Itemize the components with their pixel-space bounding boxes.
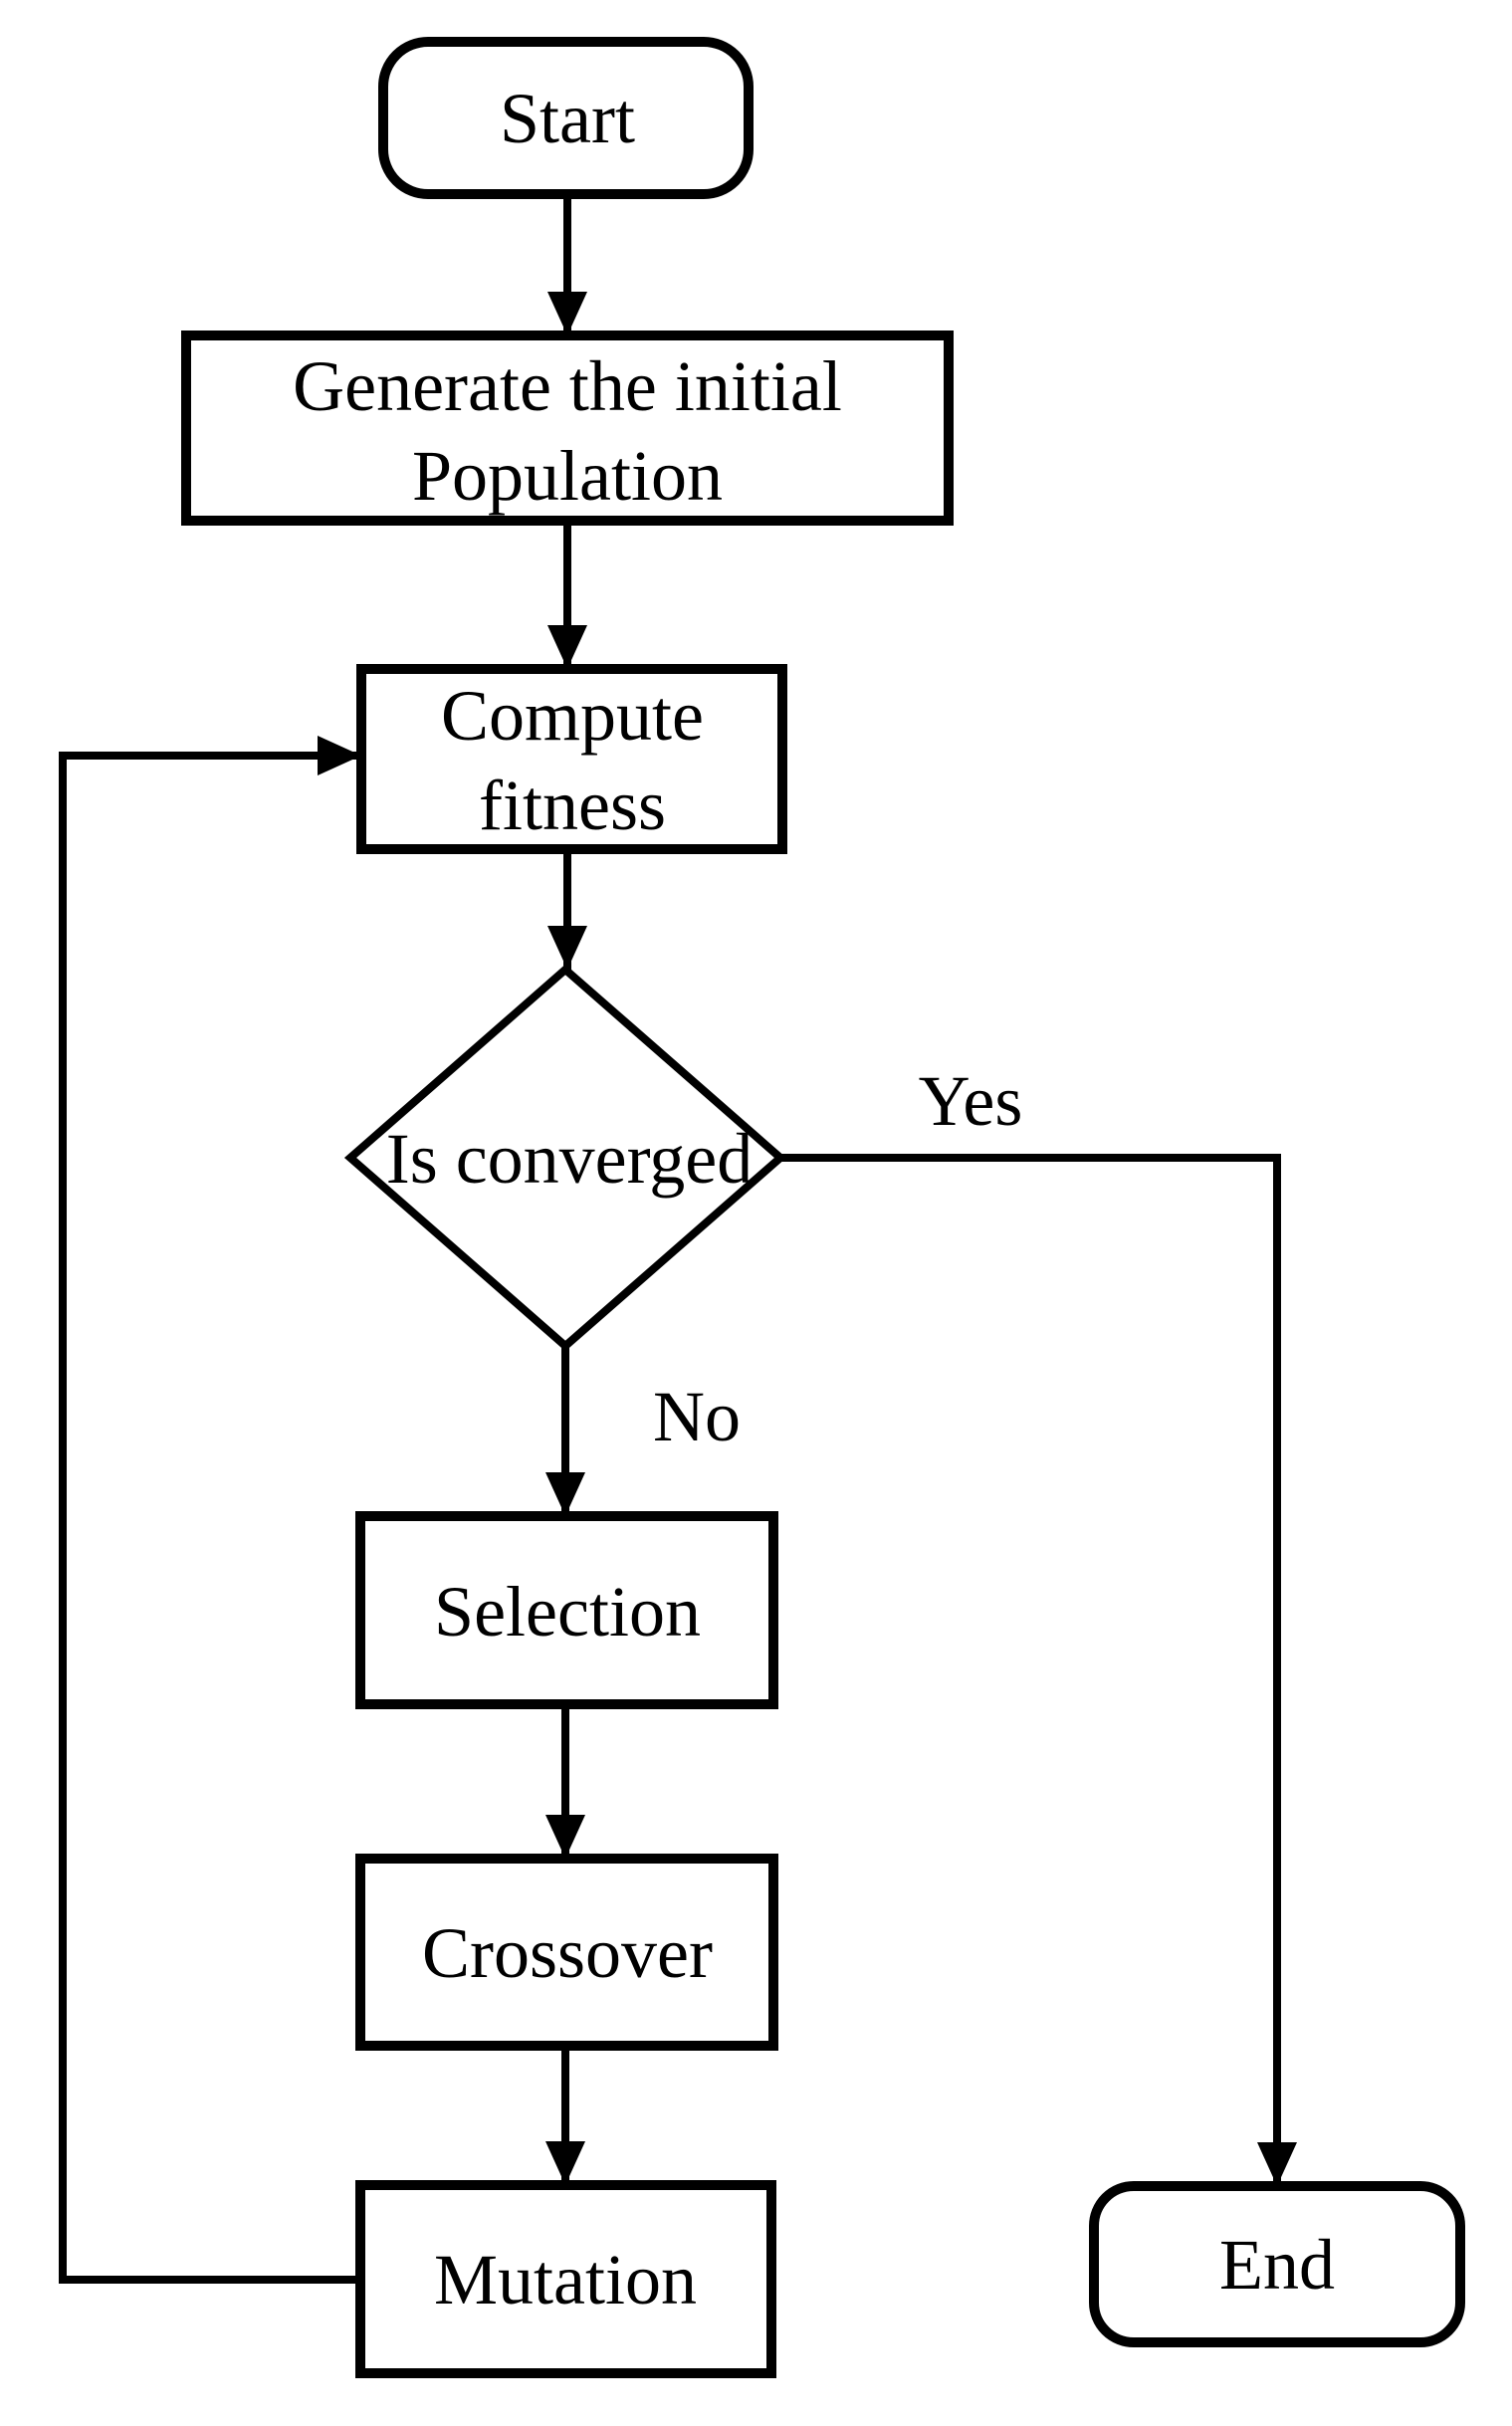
generate-population-node-label-line2: Population bbox=[412, 436, 723, 516]
crossover-node-label: Crossover bbox=[422, 1913, 713, 1993]
compute-fitness-node-shape bbox=[356, 664, 787, 854]
generate-population-node-label-line1: Generate the initial bbox=[293, 346, 842, 426]
edge-mutation-loop-to-compute bbox=[59, 736, 361, 2284]
end-node-label: End bbox=[1219, 2225, 1335, 2305]
end-node-shape bbox=[1089, 2181, 1465, 2347]
generate-population-node-shape bbox=[181, 331, 954, 526]
is-converged-diamond-shape bbox=[343, 964, 787, 1352]
compute-fitness-node-label-line1: Compute bbox=[441, 676, 704, 756]
node-start: Start bbox=[378, 37, 754, 199]
is-converged-node-label: Is converged bbox=[386, 1119, 754, 1199]
edge-label-yes: Yes bbox=[919, 1061, 1023, 1141]
node-crossover: Crossover bbox=[355, 1854, 778, 2051]
selection-node-label: Selection bbox=[434, 1572, 701, 1652]
node-end: End bbox=[1089, 2181, 1465, 2347]
edge-decision-yes-to-end bbox=[780, 1154, 1297, 2186]
start-node-shape bbox=[378, 37, 754, 199]
node-is-converged-decision: Is converged bbox=[343, 964, 787, 1352]
compute-fitness-node-label-line2: fitness bbox=[479, 766, 666, 845]
mutation-node-shape bbox=[355, 2180, 776, 2378]
node-selection: Selection bbox=[355, 1511, 778, 1709]
start-node-label: Start bbox=[500, 79, 635, 158]
selection-node-shape bbox=[355, 1511, 778, 1709]
mutation-node-label: Mutation bbox=[434, 2240, 697, 2319]
node-mutation: Mutation bbox=[355, 2180, 776, 2378]
node-generate-initial-population: Generate the initial Population bbox=[181, 331, 954, 526]
crossover-node-shape bbox=[355, 1854, 778, 2051]
node-compute-fitness: Compute fitness bbox=[356, 664, 787, 854]
edge-label-no: No bbox=[653, 1377, 741, 1456]
